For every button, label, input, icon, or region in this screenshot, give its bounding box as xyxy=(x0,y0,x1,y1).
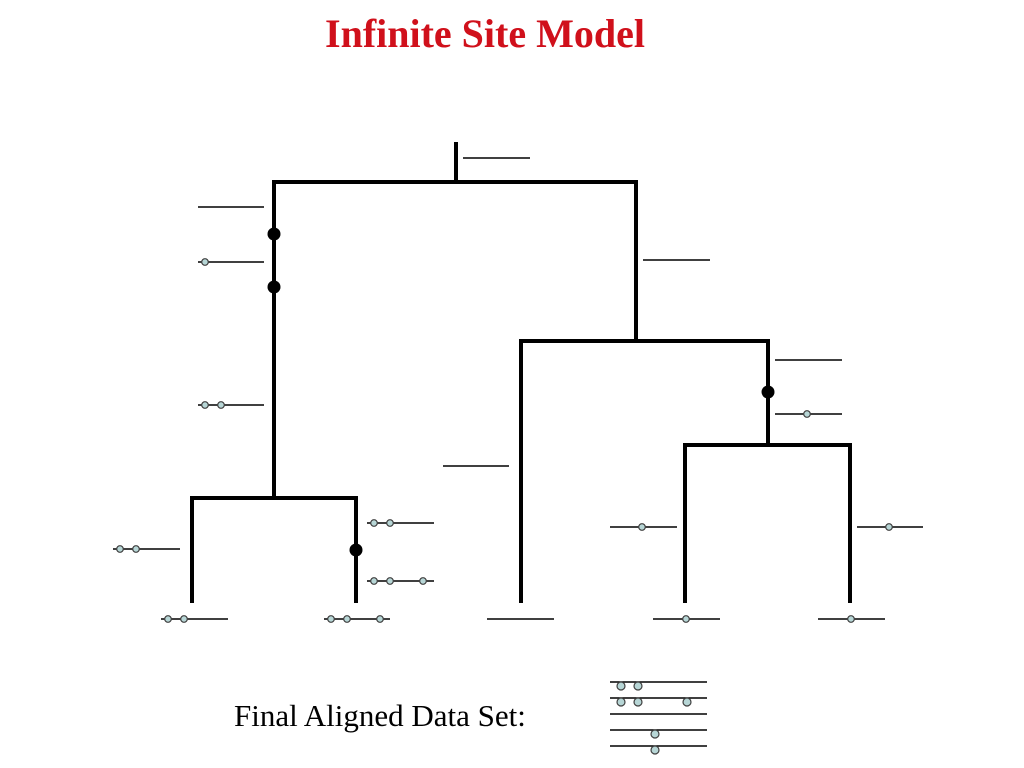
final-aligned-dataset xyxy=(610,681,707,755)
site-marker-icon xyxy=(201,401,209,409)
site-marker-icon xyxy=(370,577,378,585)
site-marker-icon xyxy=(885,523,893,531)
dataset-site-icon xyxy=(616,681,626,691)
site-marker-icon xyxy=(217,401,225,409)
site-marker-icon xyxy=(116,545,124,553)
mutation-event-icon xyxy=(267,227,281,241)
site-marker-icon xyxy=(201,258,209,266)
site-marker-icon xyxy=(164,615,172,623)
site-marker-icon xyxy=(386,519,394,527)
site-marker-icon xyxy=(682,615,690,623)
site-marker-icon xyxy=(132,545,140,553)
mutation-event-icon xyxy=(761,385,775,399)
dataset-site-icon xyxy=(650,729,660,739)
dataset-site-icon xyxy=(633,681,643,691)
site-marker-icon xyxy=(180,615,188,623)
site-marker-icon xyxy=(419,577,427,585)
site-markers xyxy=(116,258,893,623)
dataset-site-icon xyxy=(682,697,692,707)
site-marker-icon xyxy=(376,615,384,623)
genealogy-tree xyxy=(190,142,852,603)
site-marker-icon xyxy=(847,615,855,623)
site-marker-icon xyxy=(327,615,335,623)
sequence-lines xyxy=(113,157,923,620)
site-marker-icon xyxy=(343,615,351,623)
site-marker-icon xyxy=(370,519,378,527)
site-marker-icon xyxy=(803,410,811,418)
mutation-event-icon xyxy=(267,280,281,294)
mutation-event-icon xyxy=(349,543,363,557)
page-title: Infinite Site Model xyxy=(325,11,645,56)
dataset-site-icon xyxy=(633,697,643,707)
dataset-caption: Final Aligned Data Set: xyxy=(234,698,526,733)
dataset-site-icon xyxy=(650,745,660,755)
site-marker-icon xyxy=(386,577,394,585)
mutation-events xyxy=(267,227,775,557)
site-marker-icon xyxy=(638,523,646,531)
dataset-site-icon xyxy=(616,697,626,707)
